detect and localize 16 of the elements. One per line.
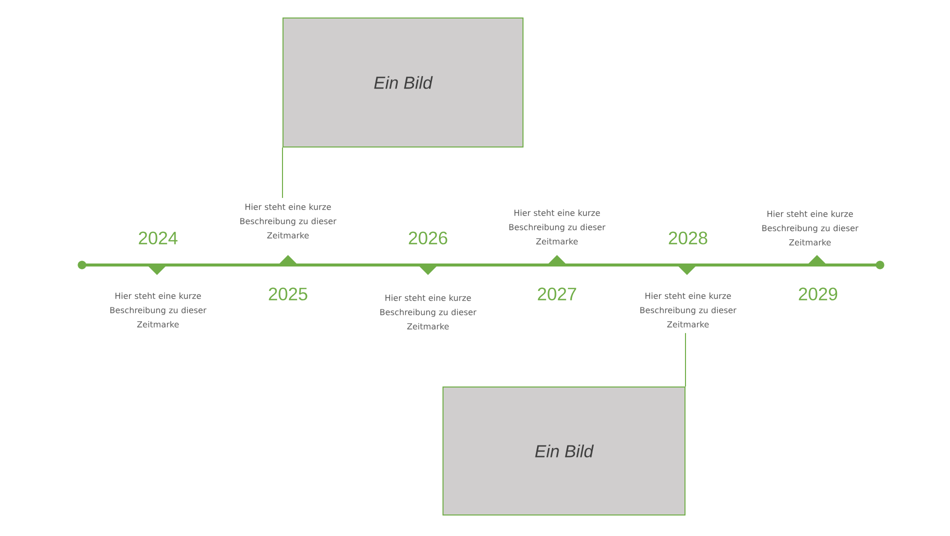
picture-box: Ein Bild <box>442 386 686 516</box>
picture-box: Ein Bild <box>282 18 524 148</box>
year-label: 2029 <box>798 288 838 300</box>
description-text: Hier steht eine kurze Beschreibung zu dieser Zeitmarke <box>380 294 476 330</box>
leader-line <box>685 332 686 387</box>
leader-line <box>282 147 283 198</box>
description-text: Hier steht eine kurze Beschreibung zu dieser Zeitmarke <box>762 210 858 246</box>
year-label: 2025 <box>268 288 308 300</box>
description-text: Hier steht eine kurze Beschreibung zu dieser Zeitmarke <box>509 210 606 244</box>
year-label: 2028 <box>668 232 708 244</box>
description-text: Hier steht eine kurze Beschreibung zu dieser Zeitmarke <box>240 204 336 238</box>
description-text: Hier steht eine kurze Beschreibung zu dieser Zeitmarke <box>640 292 736 328</box>
year-label: 2026 <box>408 232 448 244</box>
year-label: 2027 <box>538 288 576 300</box>
description-text: Hier steht eine kurze Beschreibung zu dieser Zeitmarke <box>110 292 206 328</box>
year-label: 2024 <box>138 232 178 244</box>
